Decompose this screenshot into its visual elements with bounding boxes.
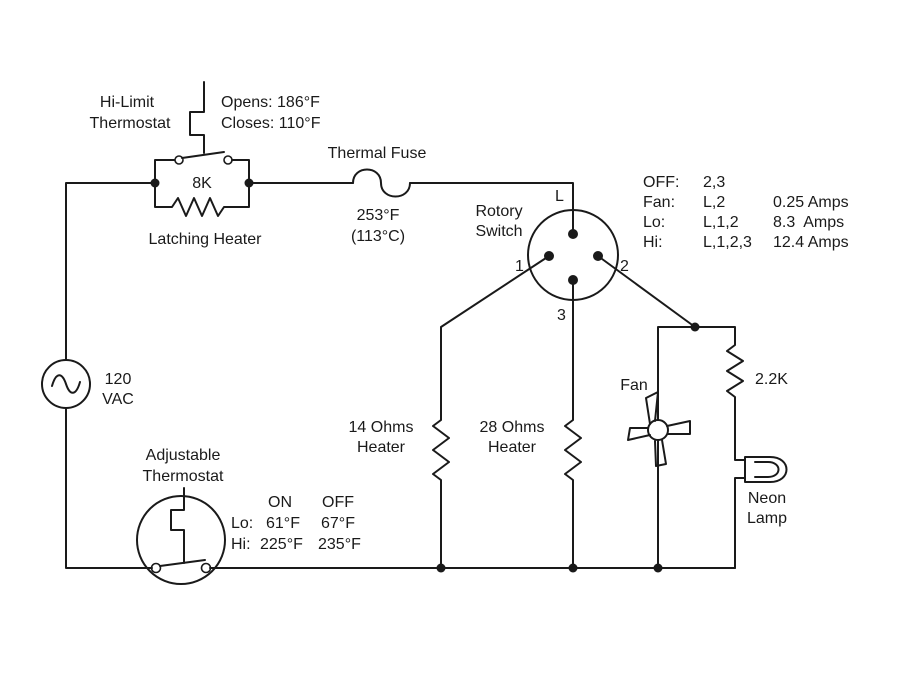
adj-hi-off: 235°F [318, 536, 361, 553]
switch-terminal-3: 3 [557, 307, 566, 324]
latching-heater-label: Latching Heater [149, 231, 263, 248]
table-mode: Hi: [643, 234, 663, 251]
junction-dot [568, 563, 578, 573]
wire-lamp-return [734, 477, 746, 569]
adjustable-thermostat [136, 487, 226, 585]
junction-dot [244, 178, 254, 188]
junction-dot [150, 178, 160, 188]
neon-lamp-label-1: Neon [748, 490, 786, 507]
adj-hi-label: Hi: [231, 536, 251, 553]
thermal-fuse-temp-c: (113°C) [351, 228, 405, 245]
resistor-2k2 [694, 326, 746, 461]
adj-col-off: OFF [322, 494, 354, 511]
heater-28-label-1: 28 Ohms [480, 419, 545, 436]
wire-switch-1 [440, 255, 550, 401]
source-label-2: VAC [102, 391, 134, 408]
heater-28-ohm [564, 399, 582, 569]
wire-left-rail [65, 182, 156, 361]
wire-left-lower [65, 407, 149, 569]
fan-label: Fan [620, 377, 648, 394]
table-mode: Lo: [643, 214, 665, 231]
heater-28-label-2: Heater [488, 439, 537, 456]
thermal-fuse [352, 168, 411, 198]
hi-limit-label-1: Hi-Limit [100, 94, 155, 111]
hi-limit-thermostat [154, 81, 250, 184]
table-mode: Fan: [643, 194, 675, 211]
junction-dot [690, 322, 700, 332]
table-current: 12.4 Amps [773, 234, 849, 251]
neon-lamp-label-2: Lamp [747, 510, 787, 527]
table-contacts: L,1,2 [703, 214, 739, 231]
switch-terminal-1: 1 [515, 258, 524, 275]
resistor-label: 2.2K [755, 371, 788, 388]
table-mode: OFF: [643, 174, 679, 191]
adj-lo-off: 67°F [321, 515, 355, 532]
table-current: 0.25 Amps [773, 194, 849, 211]
adj-hi-on: 225°F [260, 536, 303, 553]
adj-thermostat-label-1: Adjustable [146, 447, 221, 464]
thermal-fuse-temp-f: 253°F [357, 207, 400, 224]
adj-lo-label: Lo: [231, 515, 253, 532]
ac-source-icon [41, 359, 91, 409]
neon-lamp-icon [744, 456, 788, 483]
heater-14-label-1: 14 Ohms [349, 419, 414, 436]
switch-label-1: Rotory [475, 203, 522, 220]
adj-thermostat-label-2: Thermostat [143, 468, 224, 485]
heater-14-label-2: Heater [357, 439, 406, 456]
wire-switch-2 [597, 255, 696, 328]
latching-heater-resistance: 8K [192, 175, 212, 192]
table-contacts: L,2 [703, 194, 725, 211]
latching-heater [154, 182, 250, 217]
table-current: 8.3 Amps [773, 214, 844, 231]
adj-lo-on: 61°F [266, 515, 300, 532]
table-contacts: 2,3 [703, 174, 725, 191]
wire-fan-branch [657, 326, 696, 569]
wire-fuse-to-switch [409, 182, 574, 211]
junction-dot [436, 563, 446, 573]
switch-terminal-2: 2 [620, 258, 629, 275]
adj-col-on: ON [268, 494, 292, 511]
junction-dot [653, 563, 663, 573]
fan-icon [627, 391, 691, 467]
hi-limit-opens: Opens: 186°F [221, 94, 320, 111]
switch-terminal-L: L [555, 188, 564, 205]
heater-14-ohm [432, 399, 450, 569]
hi-limit-label-2: Thermostat [90, 115, 171, 132]
thermal-fuse-label: Thermal Fuse [328, 145, 427, 162]
switch-label-2: Switch [475, 223, 522, 240]
hi-limit-closes: Closes: 110°F [221, 115, 321, 132]
table-contacts: L,1,2,3 [703, 234, 752, 251]
source-label-1: 120 [105, 371, 132, 388]
